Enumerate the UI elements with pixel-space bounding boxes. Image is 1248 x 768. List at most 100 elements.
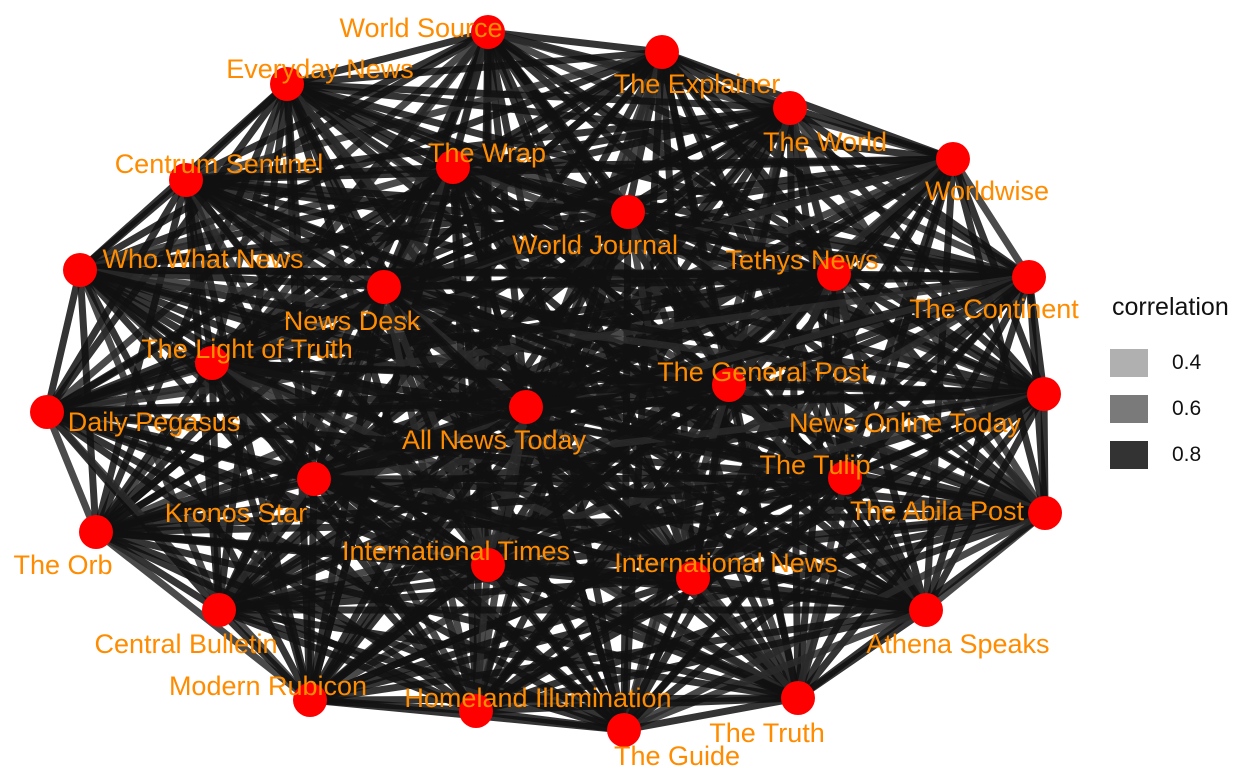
node-label-who-what-news: Who What News — [102, 244, 303, 274]
node-label-centrum-sentinel: Centrum Sentinel — [115, 149, 324, 179]
edge — [215, 574, 697, 614]
legend-item: 0.4 — [1110, 340, 1248, 386]
node-label-world-source: World Source — [339, 13, 502, 43]
edge — [380, 283, 1048, 398]
node-daily-pegasus — [30, 395, 64, 429]
edge — [786, 104, 957, 163]
edge — [283, 28, 492, 88]
node-homeland-illumination — [459, 694, 493, 728]
node-label-modern-rubicon: Modern Rubicon — [169, 671, 367, 701]
edge — [76, 266, 1048, 398]
node-the-light-of-truth — [195, 346, 229, 380]
node-tethys-news — [817, 257, 851, 291]
node-label-the-world: The World — [763, 127, 887, 157]
edge — [215, 561, 492, 614]
edge — [472, 606, 930, 715]
node-label-news-online-today: News Online Today — [789, 408, 1022, 438]
edge — [949, 155, 1033, 281]
node-the-abila-post — [1028, 496, 1062, 530]
edge — [92, 475, 318, 536]
edge — [76, 208, 632, 274]
edge — [43, 104, 794, 416]
edge — [380, 273, 1033, 291]
node-label-the-guide: The Guide — [614, 741, 740, 768]
legend-label: 0.8 — [1172, 443, 1202, 466]
edge — [689, 509, 1049, 582]
node-label-worldwise: Worldwise — [925, 176, 1049, 206]
edge — [472, 707, 628, 734]
node-label-everyday-news: Everyday News — [226, 54, 414, 84]
edge — [472, 390, 1048, 715]
node-athena-speaks — [909, 593, 943, 627]
edge — [92, 528, 314, 704]
edge — [310, 475, 930, 614]
node-the-world — [773, 91, 807, 125]
node-everyday-news — [270, 67, 304, 101]
node-central-bulletin — [202, 593, 236, 627]
edge — [484, 28, 666, 56]
node-modern-rubicon — [293, 683, 327, 717]
node-label-tethys-news: Tethys News — [725, 245, 878, 275]
node-label-daily-pegasus: Daily Pegasus — [68, 407, 241, 437]
edge — [283, 80, 794, 112]
node-world-journal — [611, 195, 645, 229]
edge — [306, 574, 697, 704]
edge — [182, 155, 957, 184]
edge — [43, 408, 100, 536]
edge — [689, 273, 1033, 582]
edge — [92, 528, 802, 702]
node-label-kronos-star: Kronos Star — [165, 498, 308, 528]
edge — [689, 574, 930, 614]
edge — [310, 104, 794, 483]
edge — [306, 561, 492, 704]
edge — [472, 694, 802, 715]
edge — [310, 474, 849, 483]
legend-item: 0.6 — [1110, 386, 1248, 432]
node-label-the-light-of-truth: The Light of Truth — [141, 334, 353, 364]
edge — [215, 381, 733, 614]
edge — [215, 606, 802, 702]
node-kronos-star — [297, 462, 331, 496]
node-news-online-today — [1027, 377, 1061, 411]
edge — [215, 606, 480, 715]
node-label-the-continent: The Continent — [909, 294, 1079, 324]
edge — [43, 359, 216, 416]
node-label-the-orb: The Orb — [13, 550, 112, 580]
legend-label: 0.4 — [1172, 351, 1202, 374]
node-the-continent — [1012, 260, 1046, 294]
node-the-truth — [781, 681, 815, 715]
legend-swatch — [1110, 395, 1148, 423]
edge — [43, 403, 530, 416]
legend-swatch — [1110, 441, 1148, 469]
edge — [624, 208, 838, 278]
edge — [215, 606, 314, 704]
edge — [76, 266, 1033, 281]
edge-layer — [43, 28, 1049, 734]
edge — [522, 390, 1048, 411]
edge — [76, 176, 190, 274]
node-label-news-desk: News Desk — [284, 306, 421, 336]
node-label-the-explainer: The Explainer — [614, 69, 781, 99]
edge — [182, 176, 1048, 398]
node-all-news-today — [509, 390, 543, 424]
edge — [472, 574, 697, 715]
edge — [92, 509, 1049, 536]
node-the-guide — [607, 713, 641, 747]
edge — [620, 606, 930, 734]
edge — [841, 474, 1049, 517]
edge — [306, 475, 318, 704]
node-label-international-news: International News — [614, 548, 838, 578]
edge — [794, 606, 930, 702]
node-label-all-news-today: All News Today — [402, 425, 587, 455]
edge — [208, 273, 1033, 367]
legend-label: 0.6 — [1172, 397, 1202, 420]
edge — [283, 48, 666, 88]
legend-item: 0.8 — [1110, 432, 1248, 478]
edge — [92, 474, 849, 536]
node-label-international-times: International Times — [342, 536, 570, 566]
node-centrum-sentinel — [169, 163, 203, 197]
node-label-the-truth: The Truth — [709, 718, 825, 748]
edge — [624, 208, 1033, 281]
